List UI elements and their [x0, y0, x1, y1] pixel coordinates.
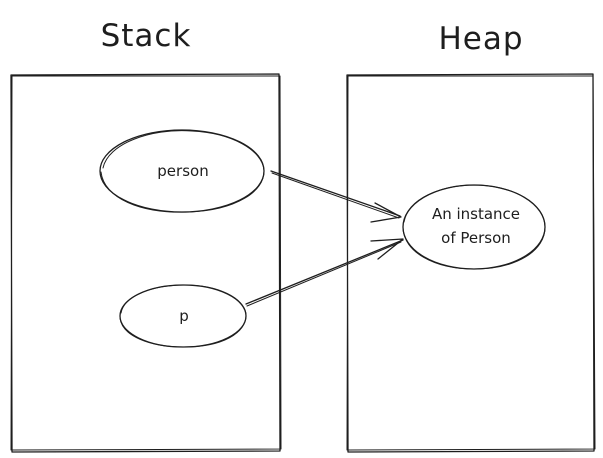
instance-label-line-1: An instance — [432, 205, 520, 223]
stack-title: Stack — [101, 18, 192, 54]
p-reference-arrow — [245, 238, 404, 307]
person-instance-node: An instance of Person — [402, 184, 546, 270]
person-variable-label: person — [157, 162, 208, 180]
instance-label-line-2: of Person — [441, 229, 511, 247]
stack-box — [10, 73, 282, 453]
p-variable-label: p — [179, 307, 189, 325]
p-variable-node: p — [119, 284, 247, 348]
person-reference-arrow — [270, 170, 402, 223]
heap-title: Heap — [438, 21, 523, 57]
person-variable-node: person — [99, 129, 265, 213]
heap-box — [346, 73, 596, 453]
